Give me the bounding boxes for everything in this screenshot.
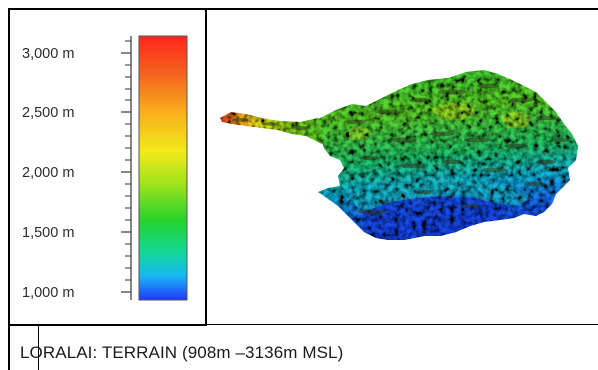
tick-label-2500: 2,500 m xyxy=(22,105,74,121)
terrain-ridges xyxy=(232,83,569,215)
colorbar-gradient xyxy=(138,35,188,301)
terrain-region xyxy=(220,70,578,240)
tick-label-1500: 1,500 m xyxy=(22,225,74,241)
minor-ticks xyxy=(125,40,131,281)
terrain-highland-patch xyxy=(500,110,532,128)
frame-top-border xyxy=(8,8,598,10)
tick-label-1000: 1,000 m xyxy=(22,285,74,301)
caption-frame xyxy=(38,325,598,370)
caption-top-border xyxy=(8,324,598,325)
terrain-highland-patch xyxy=(430,102,476,120)
map-caption: LORALAI: TERRAIN (908m –3136m MSL) xyxy=(20,343,344,362)
terrain-mid-zone xyxy=(352,180,530,210)
tick-label-2000: 2,000 m xyxy=(22,165,74,181)
major-ticks xyxy=(121,52,131,293)
tick-label-3000: 3,000 m xyxy=(22,46,74,62)
terrain-highland-patch xyxy=(344,126,372,140)
